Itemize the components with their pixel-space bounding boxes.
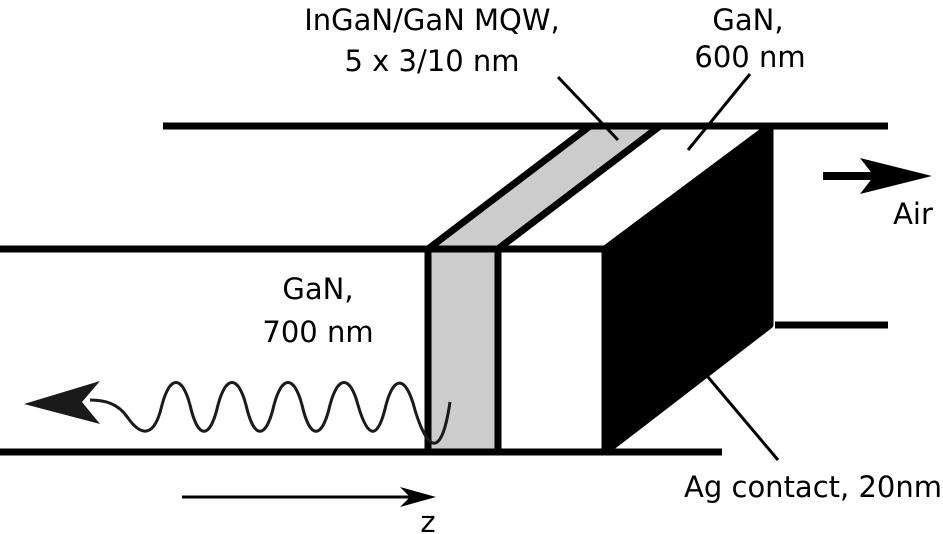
mqw-label-line1: InGaN/GaN MQW, bbox=[304, 3, 560, 37]
gan-600-label-line1: GaN, bbox=[712, 3, 783, 37]
mqw-front-face bbox=[424, 245, 502, 456]
gan-600-front-face bbox=[494, 245, 609, 456]
z-axis-arrow-icon bbox=[182, 487, 436, 507]
gan-600-label-line2: 600 nm bbox=[694, 40, 805, 74]
ag-contact-label: Ag contact, 20nm bbox=[684, 470, 942, 504]
z-axis-label: z bbox=[420, 505, 435, 534]
air-label: Air bbox=[893, 197, 933, 231]
ag-contact-face bbox=[601, 122, 774, 456]
air-arrow-icon bbox=[823, 158, 932, 194]
gan-600-leader-line bbox=[686, 73, 752, 151]
emission-wave-icon bbox=[24, 381, 452, 445]
mqw-leader-line bbox=[556, 75, 620, 142]
mqw-label-line2: 5 x 3/10 nm bbox=[344, 44, 519, 78]
gan-700-label-line2: 700 nm bbox=[262, 315, 373, 349]
gan-700-label-line1: GaN, bbox=[282, 272, 353, 306]
ag-leader-line bbox=[706, 376, 780, 461]
